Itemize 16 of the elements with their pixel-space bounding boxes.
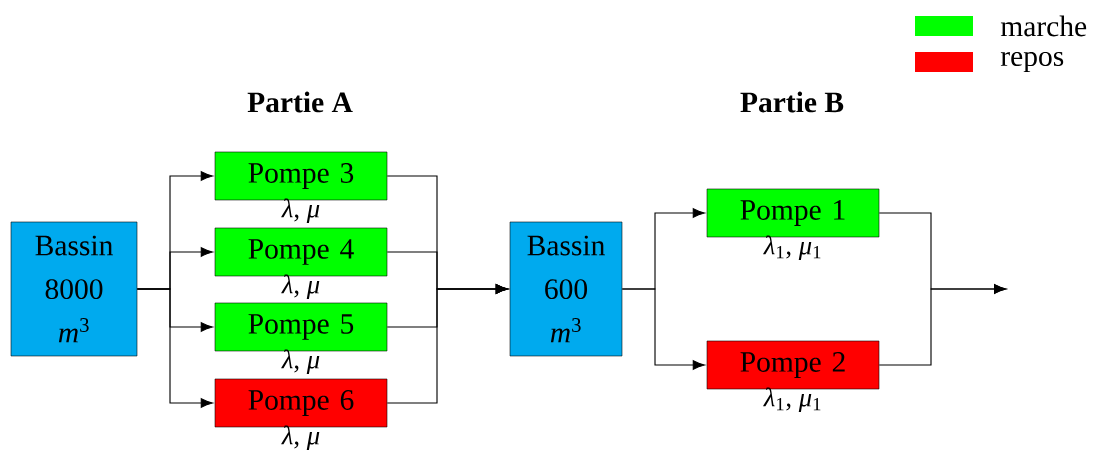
section-heading: Partie B — [740, 91, 844, 113]
tank-box: Bassin 600 m$^{3}$ — [509, 221, 623, 357]
connector-arrow — [386, 284, 508, 404]
rate-label: λ$_{1}$, μ$_{1}$ — [763, 387, 821, 413]
legend-label: marche — [1000, 15, 1087, 37]
rate-label: λ, μ — [281, 425, 320, 451]
section-heading: Partie A — [247, 91, 353, 113]
connector-arrow — [621, 288, 705, 370]
legend-label: repos — [1000, 51, 1064, 73]
rate-label: λ, μ — [281, 198, 320, 224]
connector-arrow — [136, 288, 213, 408]
rate-label: λ, μ — [281, 349, 320, 375]
rate-label: λ$_{1}$, μ$_{1}$ — [763, 235, 821, 261]
rate-label: λ, μ — [281, 274, 320, 300]
tank-box: Bassin 8000 m$^{3}$ — [10, 221, 138, 357]
connector-arrow — [878, 284, 1007, 366]
